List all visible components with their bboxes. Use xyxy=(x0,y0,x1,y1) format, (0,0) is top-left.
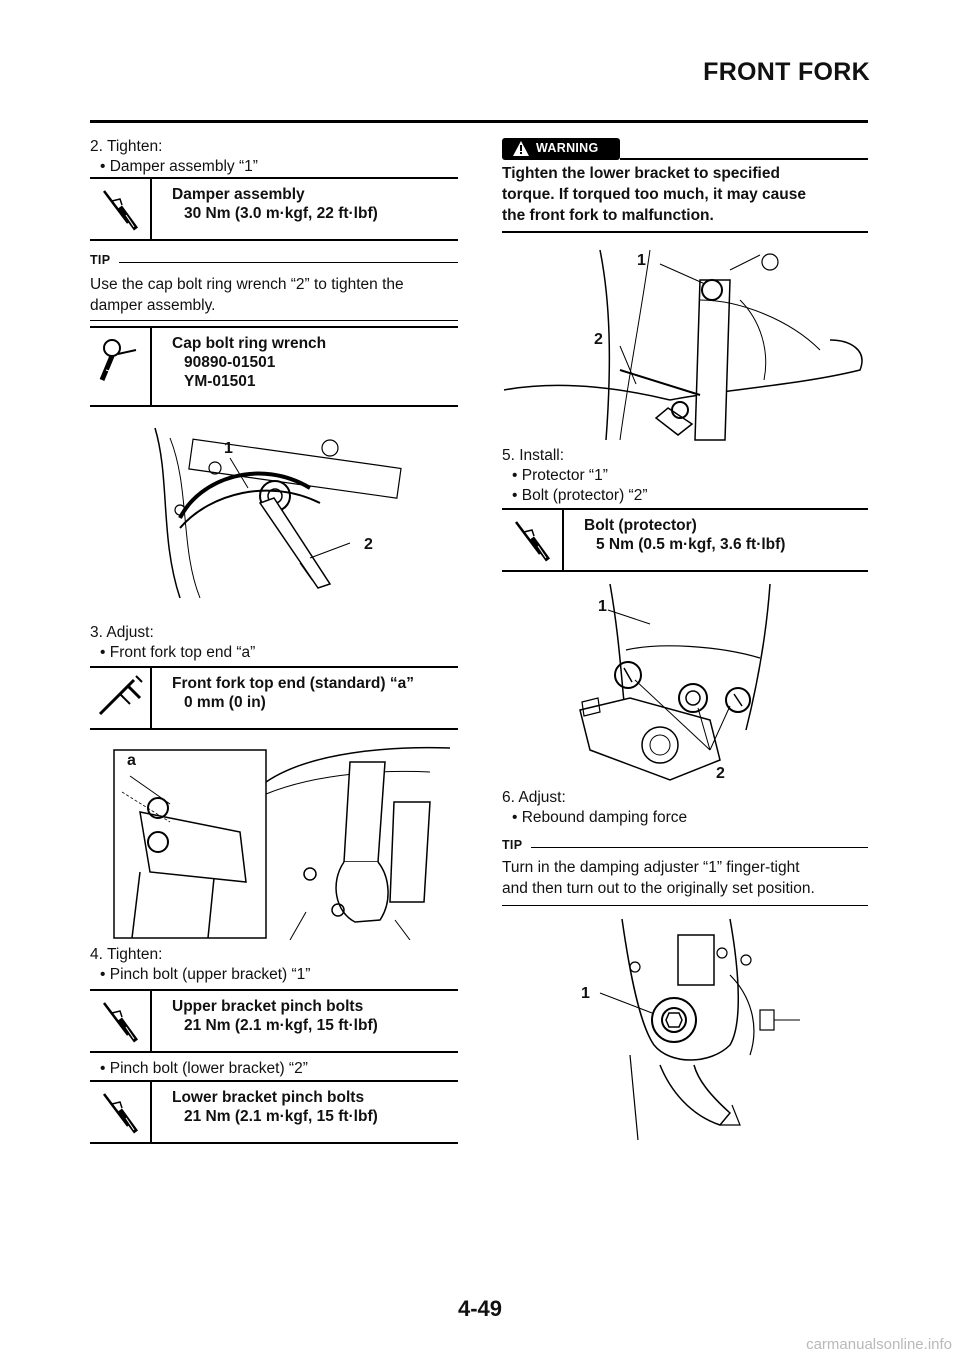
step-4-heading: 4. Tighten: xyxy=(90,946,163,963)
tip-rule-top xyxy=(531,847,868,848)
callout-2: 2 xyxy=(594,331,603,348)
lower-bracket-illustration xyxy=(503,249,863,441)
spec-box-upper-bracket: Upper bracket pinch bolts 21 Nm (2.1 m·k… xyxy=(90,989,458,1053)
special-tool-icon xyxy=(90,328,152,405)
warning-icon xyxy=(513,141,529,156)
tip-line-2: and then turn out to the originally set … xyxy=(502,880,815,897)
damping-adjuster-illustration xyxy=(599,918,800,1141)
ring-wrench-illustration xyxy=(154,427,402,599)
spec-box-top-end: Front fork top end (standard) “a” 0 mm (… xyxy=(90,666,458,730)
tool-code-1: 90890-01501 xyxy=(184,354,276,371)
step-4-bullet-1: • Pinch bolt (upper bracket) “1” xyxy=(100,966,311,983)
tip-line-1: Turn in the damping adjuster “1” finger-… xyxy=(502,859,800,876)
spec-value: 21 Nm (2.1 m·kgf, 15 ft·lbf) xyxy=(184,1108,378,1125)
spec-box-damper: Damper assembly 30 Nm (3.0 m·kgf, 22 ft·… xyxy=(90,177,458,241)
warning-label: WARNING xyxy=(536,141,599,155)
callout-2: 2 xyxy=(716,765,725,782)
warning-line-2: torque. If torqued too much, it may caus… xyxy=(502,186,807,203)
tool-code-2: YM-01501 xyxy=(184,373,256,390)
warning-line-3: the front fork to malfunction. xyxy=(502,207,714,224)
step-3-heading: 3. Adjust: xyxy=(90,624,154,641)
step-5-bullet-2: • Bolt (protector) “2” xyxy=(512,487,648,504)
page-title: FRONT FORK xyxy=(703,58,870,86)
figure-fork-top-end: a xyxy=(110,742,455,941)
fork-top-end-illustration xyxy=(113,746,451,941)
torque-wrench-icon xyxy=(502,510,564,570)
spec-name: Lower bracket pinch bolts xyxy=(172,1089,365,1106)
step-2-bullet: • Damper assembly “1” xyxy=(100,158,258,175)
callout-1: 1 xyxy=(224,440,233,457)
torque-wrench-icon xyxy=(90,991,152,1051)
step-5-bullet-1: • Protector “1” xyxy=(512,467,608,484)
spec-value: 30 Nm (3.0 m·kgf, 22 ft·lbf) xyxy=(184,205,378,222)
torque-wrench-icon xyxy=(90,179,152,239)
figure-protector: 1 2 xyxy=(570,580,800,785)
tip-rule-bottom xyxy=(90,320,458,321)
spec-value: 21 Nm (2.1 m·kgf, 15 ft·lbf) xyxy=(184,1017,378,1034)
step-5-heading: 5. Install: xyxy=(502,447,565,464)
callout-a: a xyxy=(127,752,136,769)
spec-box-protector-bolt: Bolt (protector) 5 Nm (0.5 m·kgf, 3.6 ft… xyxy=(502,508,868,572)
spec-value: 0 mm (0 in) xyxy=(184,694,266,711)
tip-text: Use the cap bolt ring wrench “2” to tigh… xyxy=(90,276,404,314)
figure-ring-wrench: 1 2 xyxy=(150,418,410,603)
step-2-heading: 2. Tighten: xyxy=(90,138,163,155)
callout-2: 2 xyxy=(364,536,373,553)
spec-value: 5 Nm (0.5 m·kgf, 3.6 ft·lbf) xyxy=(596,536,786,553)
torque-wrench-icon xyxy=(90,1082,152,1142)
tip-label: TIP xyxy=(502,838,523,852)
spec-name: Bolt (protector) xyxy=(584,517,697,534)
spec-box-lower-bracket: Lower bracket pinch bolts 21 Nm (2.1 m·k… xyxy=(90,1080,458,1144)
callout-1: 1 xyxy=(598,598,607,615)
caliper-icon xyxy=(90,668,152,728)
warning-line-1: Tighten the lower bracket to specified xyxy=(502,165,780,182)
callout-1: 1 xyxy=(637,252,646,269)
spec-name: Upper bracket pinch bolts xyxy=(172,998,364,1015)
warning-rule-bottom xyxy=(502,231,868,233)
tool-name: Cap bolt ring wrench xyxy=(172,335,327,352)
page-number: 4-49 xyxy=(457,1296,503,1321)
step-4-bullet-2: • Pinch bolt (lower bracket) “2” xyxy=(100,1060,308,1077)
step-6-heading: 6. Adjust: xyxy=(502,789,566,806)
step-6-bullet: • Rebound damping force xyxy=(512,809,688,826)
callout-1: 1 xyxy=(581,985,590,1002)
tip-rule-top xyxy=(119,262,458,263)
tip-label: TIP xyxy=(90,253,111,267)
tool-box: Cap bolt ring wrench 90890-01501 YM-0150… xyxy=(90,326,458,407)
step-3-bullet: • Front fork top end “a” xyxy=(100,644,256,661)
protector-illustration xyxy=(579,583,771,781)
header-rule xyxy=(90,120,868,123)
figure-lower-bracket: 1 2 xyxy=(500,240,870,445)
warning-rule-top xyxy=(620,158,868,160)
warning-badge: WARNING xyxy=(502,138,620,160)
watermark: carmanualsonline.info xyxy=(806,1336,952,1353)
tip-rule-bottom xyxy=(502,905,868,906)
spec-name: Damper assembly xyxy=(172,186,305,203)
spec-name: Front fork top end (standard) “a” xyxy=(172,675,414,692)
figure-damping-adjuster: 1 xyxy=(570,915,800,1141)
